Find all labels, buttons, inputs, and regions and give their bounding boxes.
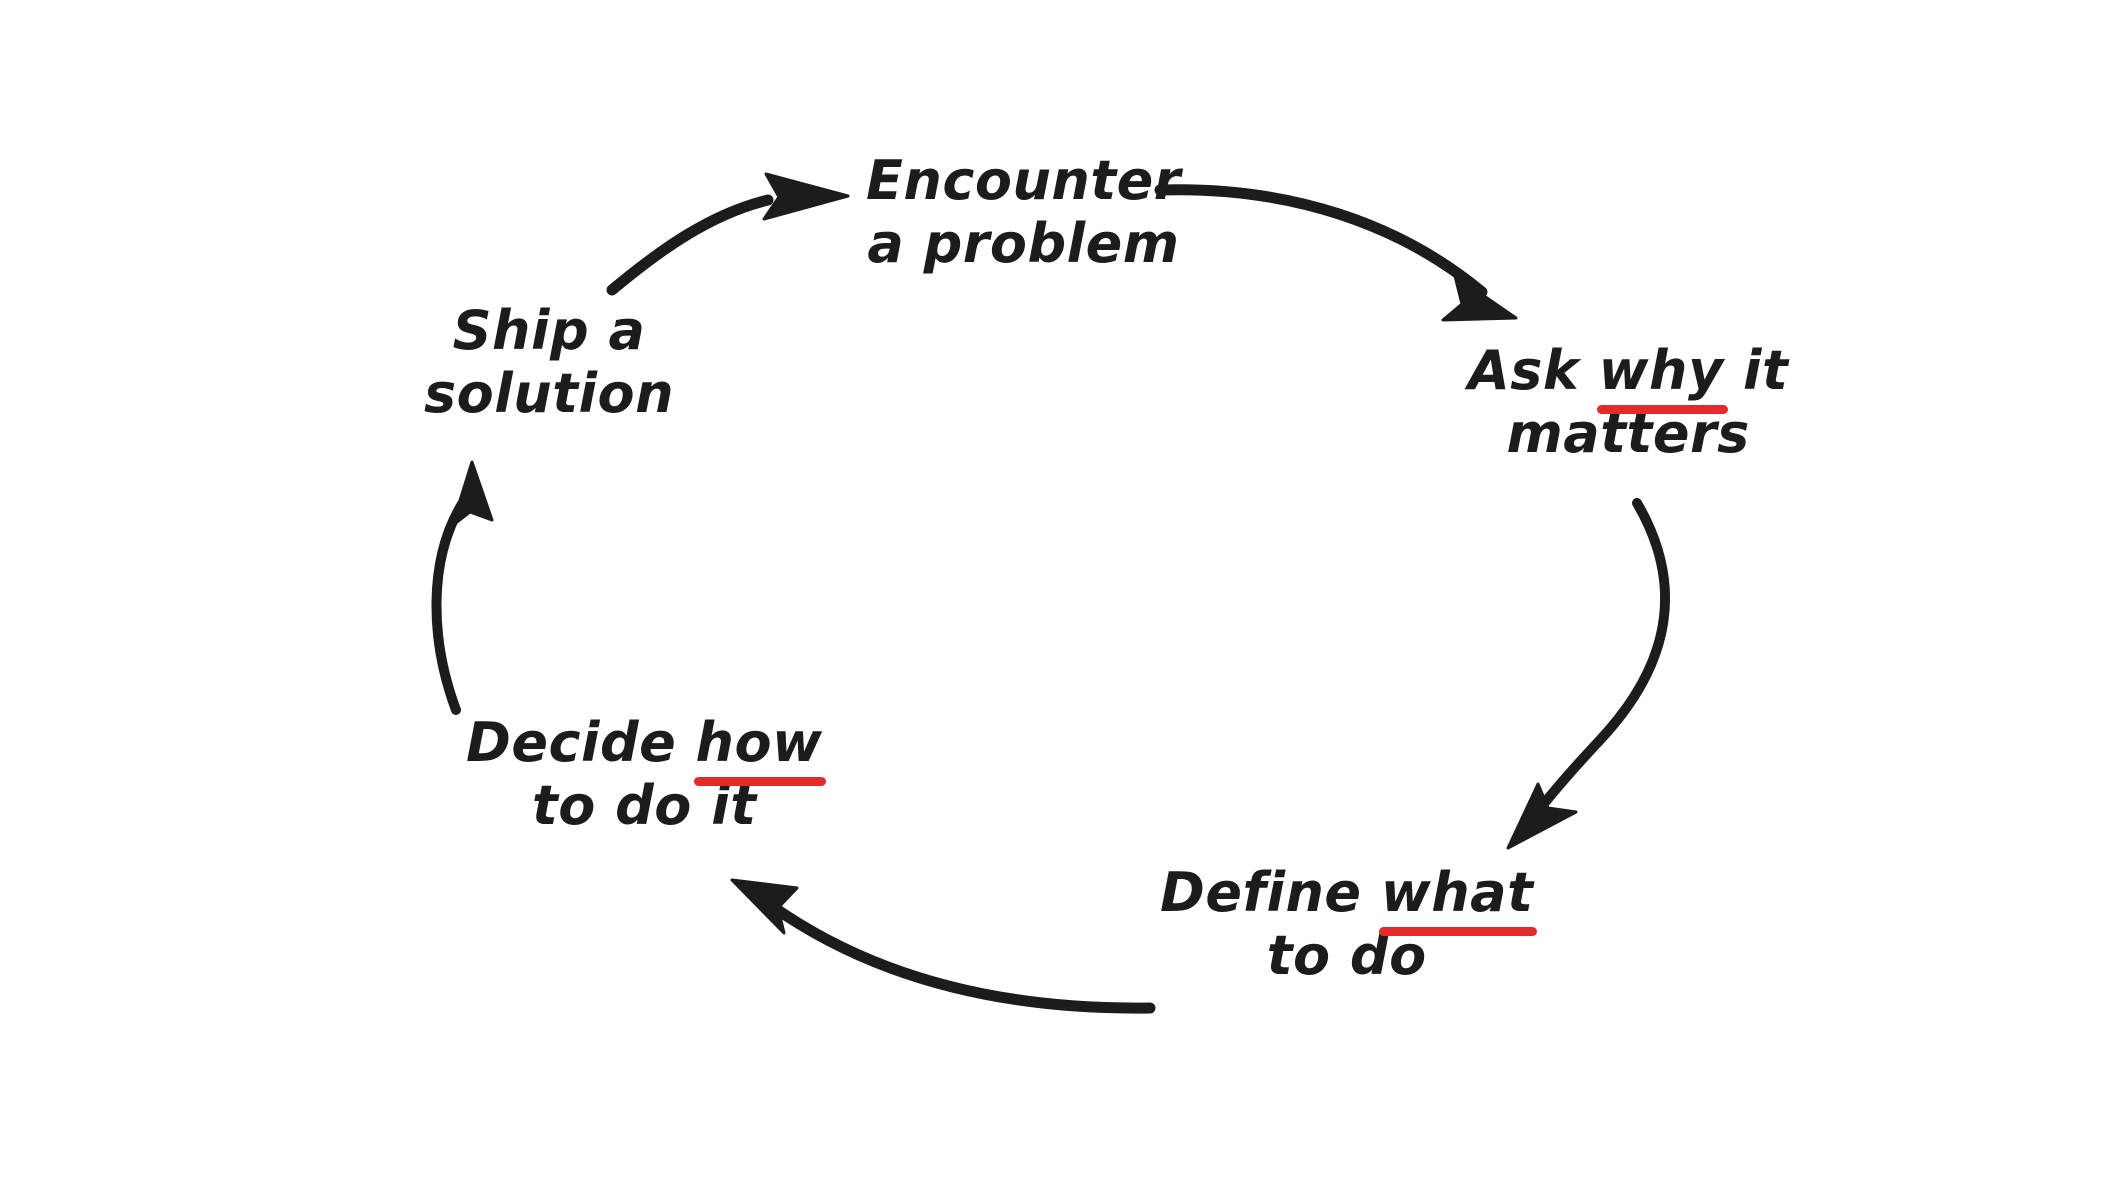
node-encounter-a-problem: Encounter a problem	[866, 149, 1181, 275]
node-decide-line1: Decide how	[466, 711, 827, 786]
node-ask-underlined-word: why	[1596, 339, 1728, 414]
arrow-decide-to-ship	[431, 460, 494, 715]
arrow-define-to-decide	[730, 878, 1156, 1014]
node-ask-line1-post: it	[1723, 339, 1789, 402]
node-ask-line1: Ask why it	[1468, 339, 1789, 414]
node-decide-underlined-word: how	[693, 711, 827, 786]
node-encounter-line1: Encounter	[866, 149, 1181, 212]
arrow-ship-to-encounter	[606, 172, 850, 296]
arrow-ask-to-define	[1506, 498, 1671, 850]
node-decide-how-to-do-it: Decide how to do it	[466, 711, 827, 837]
node-ask-why-it-matters: Ask why it matters	[1468, 339, 1789, 465]
node-ask-line1-pre: Ask	[1468, 339, 1599, 402]
node-define-line1: Define what	[1160, 861, 1538, 936]
node-ship-line2: solution	[424, 361, 675, 425]
arrow-encounter-to-ask	[1154, 184, 1518, 322]
node-ship-line1: Ship a	[452, 299, 646, 362]
node-define-line1-pre: Define	[1160, 861, 1381, 924]
node-define-what-to-do: Define what to do	[1160, 861, 1538, 987]
node-ship-a-solution: Ship a solution	[424, 299, 675, 425]
node-define-underlined-word: what	[1378, 861, 1538, 936]
node-decide-line1-pre: Decide	[466, 711, 696, 774]
node-encounter-line2: a problem	[867, 211, 1180, 275]
